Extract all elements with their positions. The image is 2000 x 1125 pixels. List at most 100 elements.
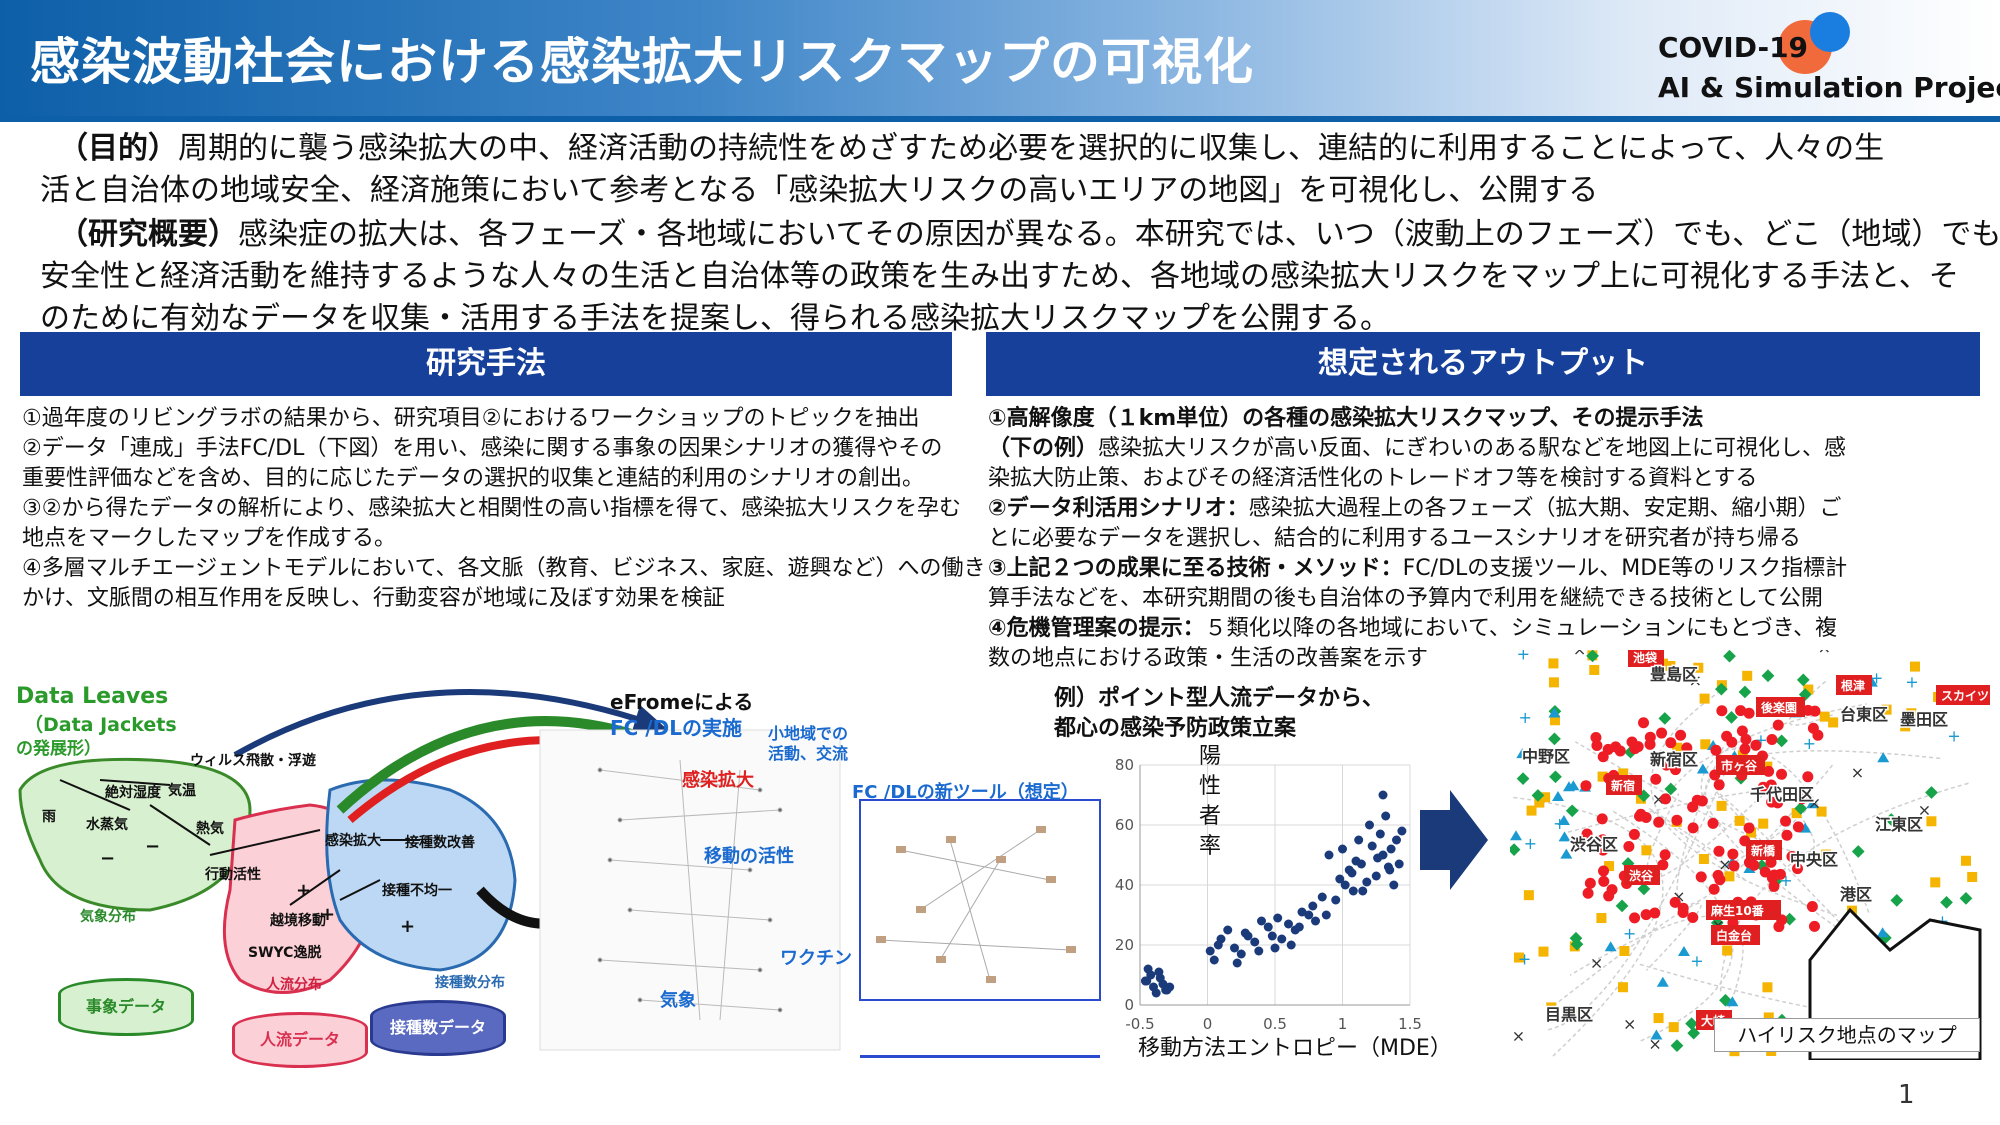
x-tick-label: 1.5 <box>1398 1015 1422 1033</box>
new-tool-panel <box>859 799 1101 1001</box>
methods-line: 地点をマークしたマップを作成する。 <box>22 526 397 551</box>
map-marker-square <box>1618 768 1629 779</box>
data-point <box>1213 940 1223 950</box>
map-marker-risk <box>1772 797 1784 809</box>
output-4-text-2: 数の地点における政策・生活の改善案を示す <box>988 646 1429 671</box>
map-ward-label: 渋谷区 <box>1570 835 1618 854</box>
map-marker-risk <box>1713 779 1725 791</box>
map-marker-diamond <box>1738 685 1752 699</box>
methods-line: かけ、文脈間の相互作用を反映し、行動変容が地域に及ぼす効果を検証 <box>22 586 725 611</box>
data-point <box>1383 862 1393 872</box>
map-marker-triangle <box>1562 781 1575 792</box>
data-point <box>1321 910 1331 920</box>
data-point <box>1257 916 1266 926</box>
map-marker-square <box>1548 658 1559 669</box>
vaccination-data-cylinder: 接種数データ <box>370 1000 506 1056</box>
map-marker-square <box>1828 717 1839 728</box>
map-marker-risk <box>1623 840 1635 852</box>
intro-text: （目的）周期的に襲う感染拡大の中、経済活動の持続性をめざすため必要を選択的に収集… <box>40 128 2000 340</box>
ward-boundary <box>1548 746 1737 1031</box>
map-marker-cross: × <box>1808 794 1821 813</box>
map-marker-risk <box>1708 883 1720 895</box>
map-marker-diamond <box>1637 882 1651 896</box>
map-marker-risk <box>1710 744 1722 756</box>
map-marker-square <box>1549 715 1560 726</box>
map-marker-risk <box>1736 725 1748 737</box>
map-label-box <box>1936 685 1990 705</box>
map-label-box <box>1628 650 1664 667</box>
data-point <box>1335 874 1345 884</box>
map-marker-diamond <box>1549 770 1562 784</box>
map-marker-risk <box>1653 816 1665 828</box>
map-marker-risk <box>1669 896 1681 908</box>
map-marker-square <box>1930 877 1941 888</box>
data-point <box>1304 910 1314 920</box>
map-marker-risk <box>1582 887 1594 899</box>
map-marker-cross: + <box>1870 668 1883 687</box>
overview-text-3: のために有効なデータを収集・活用する手法を提案し、得られる感染拡大リスクマップを… <box>40 301 1390 336</box>
map-marker-risk <box>1712 869 1724 881</box>
map-marker-diamond <box>1516 772 1530 785</box>
map-marker-risk <box>1590 731 1602 743</box>
vacc-improve-label: 接種数改善 <box>405 835 475 851</box>
map-marker-square <box>1900 721 1911 732</box>
small-area-1: 小地域での <box>768 724 849 743</box>
methods-line: ③②から得たデータの解析により、感染拡大と相関性の高い指標を得て、感染拡大リスク… <box>22 496 962 521</box>
map-marker-cross: + <box>1517 650 1530 663</box>
map-marker-risk <box>1584 877 1596 889</box>
data-point <box>1340 880 1350 890</box>
overview-text-1: 感染症の拡大は、各フェーズ・各地域においてその原因が異なる。本研究では、いつ（波… <box>238 217 2000 252</box>
output-2-text-2: とに必要なデータを選択し、結合的に利用するユースシナリオを研究者が持ち帰る <box>988 526 1801 551</box>
infection-spread-label: 感染拡大 <box>325 833 381 849</box>
map-marker-square <box>1960 855 1971 866</box>
map-marker-square <box>1653 1013 1664 1024</box>
map-marker-risk <box>1786 850 1798 862</box>
map-marker-risk <box>1735 705 1747 717</box>
data-point <box>1362 877 1372 887</box>
map-marker-risk <box>1687 911 1699 923</box>
risk-map: ×+×+×+×+×+×+×+×+×+×+×+×+×+×+×+池袋根津スカイツリー… <box>1510 650 1990 1060</box>
rain-label: 雨 <box>42 809 56 825</box>
map-label: 渋谷 <box>1629 868 1654 883</box>
map-marker-risk <box>1626 736 1638 748</box>
map-marker-risk <box>1766 734 1778 746</box>
temperature-label: 気温 <box>168 783 196 799</box>
map-marker-square <box>1910 661 1921 672</box>
map-marker-square <box>1672 742 1683 753</box>
eframe-label-1: eFromeによる <box>610 690 754 714</box>
map-marker-diamond <box>1925 786 1938 799</box>
data-point <box>1154 967 1164 977</box>
map-label: 池袋 <box>1633 650 1658 665</box>
map-label: 新宿 <box>1611 778 1635 793</box>
map-ward-label: 豊島区 <box>1650 665 1698 684</box>
overview-label: （研究概要） <box>58 217 238 252</box>
map-marker-risk <box>1629 912 1641 924</box>
map-marker-cross: + <box>1690 951 1703 970</box>
data-point <box>1284 919 1293 929</box>
map-marker-risk <box>1792 821 1804 833</box>
map-marker-risk <box>1743 822 1755 834</box>
map-marker-risk <box>1580 780 1592 792</box>
data-point <box>1294 922 1304 932</box>
map-label-box <box>1746 840 1782 860</box>
data-point <box>1254 946 1264 956</box>
purpose-text-2: 活と自治体の地域安全、経済施策において参考となる「感染拡大リスクの高いエリアの地… <box>40 173 1599 208</box>
vacc-uneven-label: 接種不均一 <box>382 883 452 899</box>
data-point <box>1375 829 1385 839</box>
data-point <box>1143 964 1153 974</box>
output-2-title: ②データ利活用シナリオ： <box>988 496 1249 521</box>
map-marker-triangle <box>1806 798 1819 809</box>
chart-ylabel: 陽性者率 <box>1198 744 1221 859</box>
map-label: 後楽園 <box>1761 700 1797 715</box>
data-point <box>1232 958 1242 968</box>
data-point <box>1373 853 1383 863</box>
data-point <box>1381 811 1391 821</box>
map-marker-risk <box>1707 817 1719 829</box>
map-marker-triangle <box>1696 763 1709 774</box>
map-marker-risk <box>1650 773 1662 785</box>
minus-sign: − <box>100 848 116 869</box>
map-marker-risk <box>1807 722 1819 734</box>
output-3-text-2: 算手法などを、本研究期間の後も自治体の予算内で利用を継続できる技術として公開 <box>988 586 1823 611</box>
map-marker-risk <box>1726 736 1738 748</box>
